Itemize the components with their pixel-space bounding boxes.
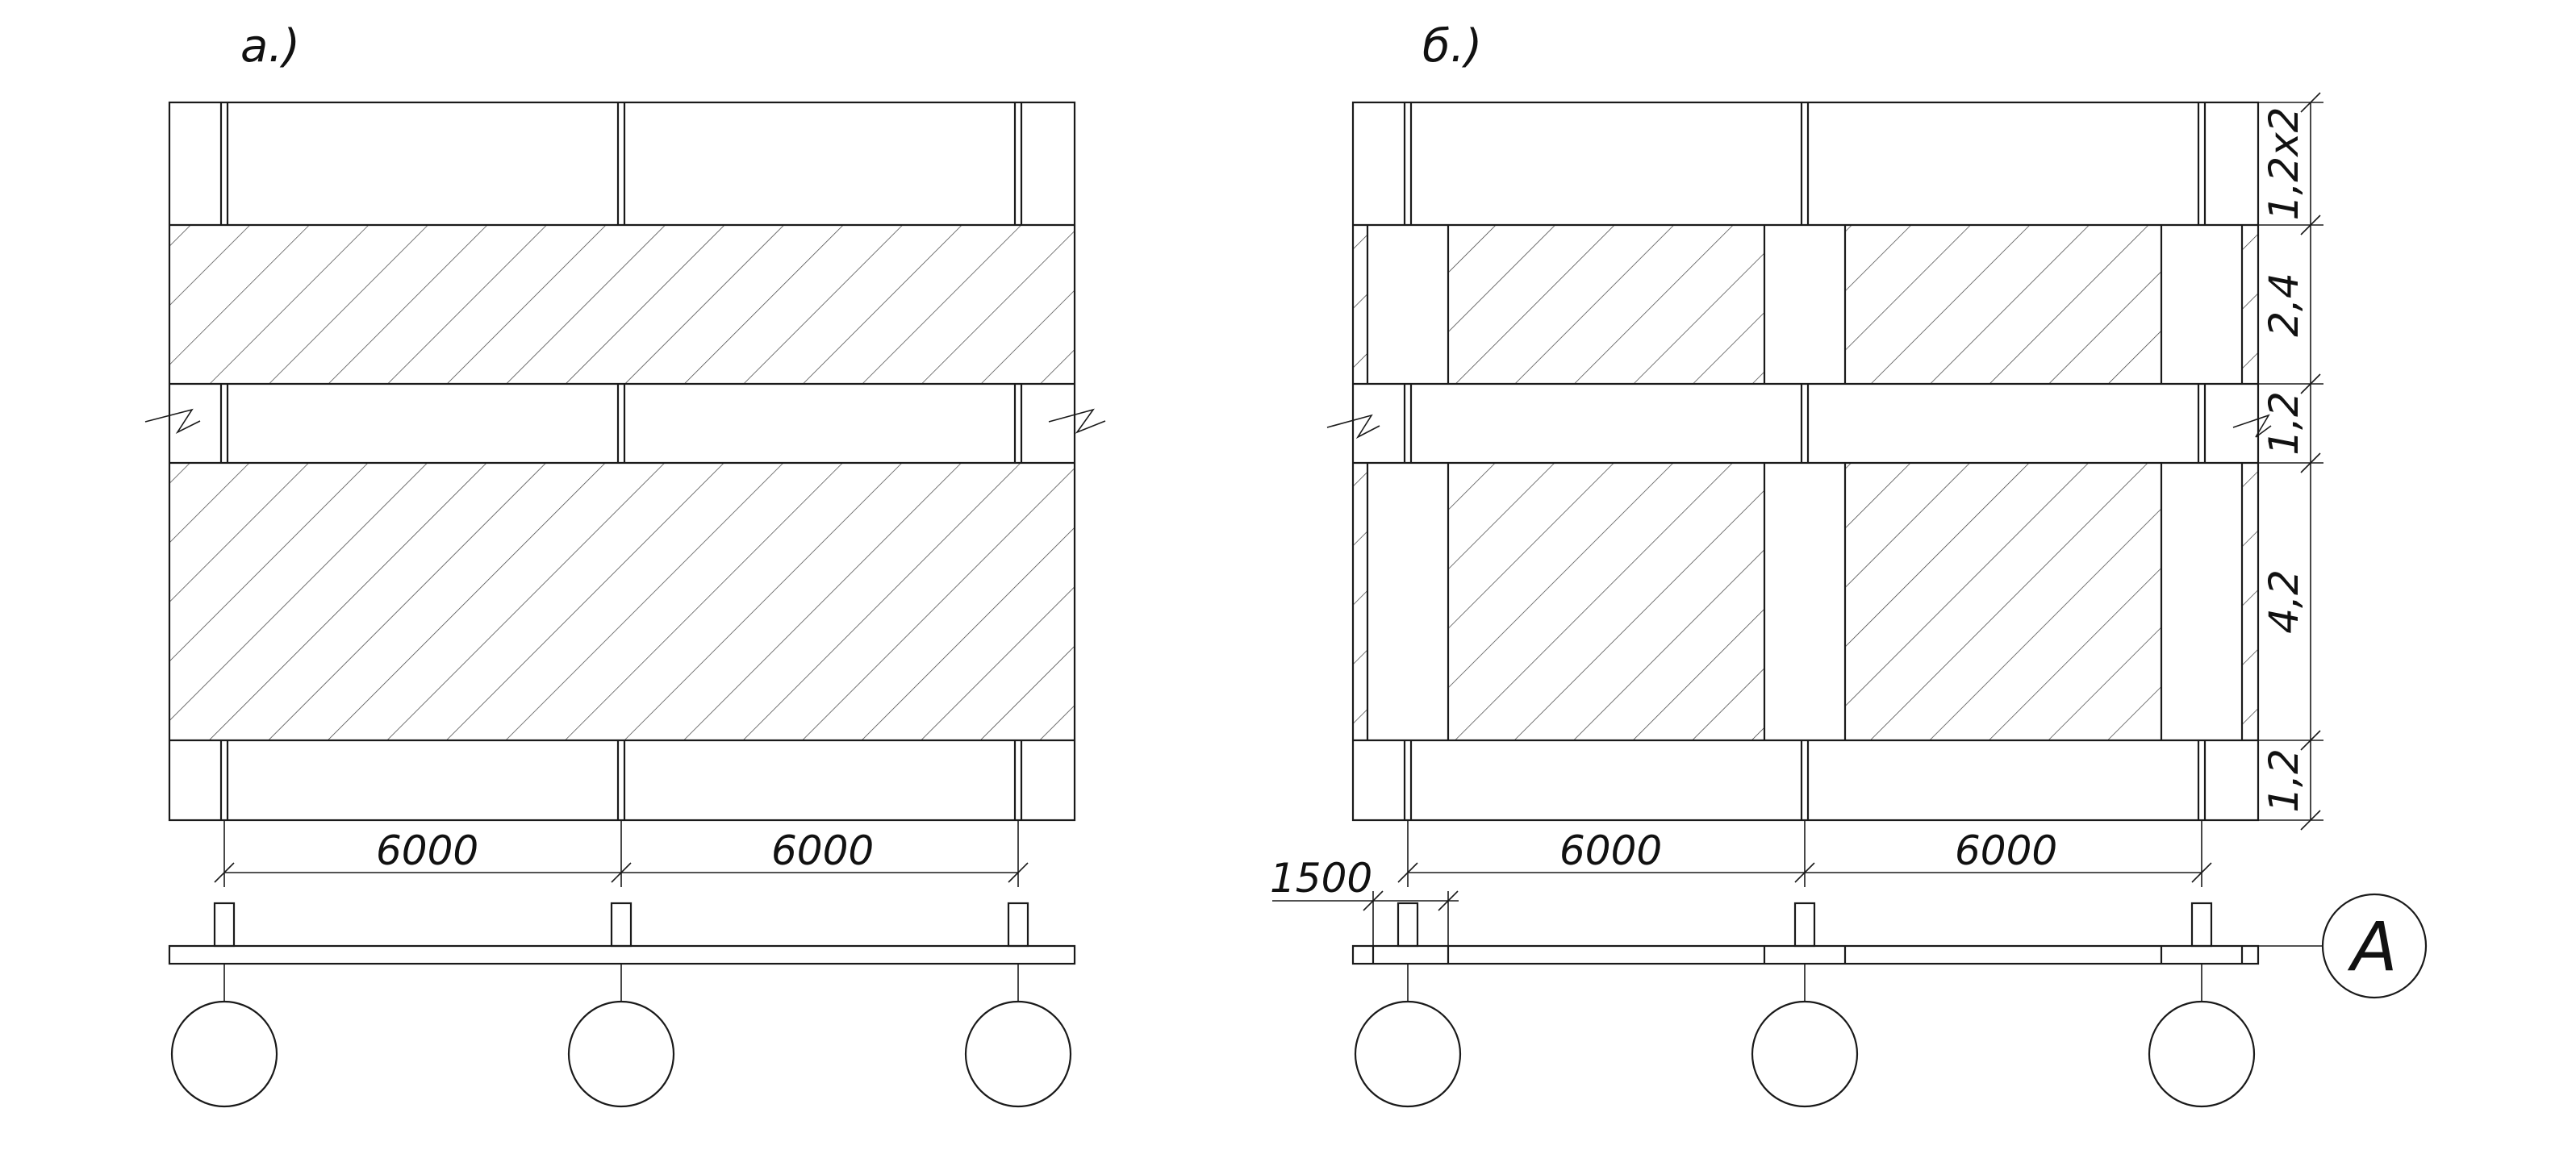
wall-outline-b bbox=[1351, 101, 2260, 822]
axis-marker-label: A bbox=[2347, 907, 2397, 986]
vdim-3: 1,2 bbox=[2261, 391, 2307, 456]
drawing-a: а.) bbox=[144, 20, 1106, 1108]
columns-b bbox=[1403, 102, 2207, 820]
axis-circle-b-1 bbox=[1354, 1000, 1462, 1108]
post-b-3 bbox=[2190, 902, 2213, 948]
post-a-3 bbox=[1007, 902, 1029, 948]
dim-label-b-left: 6000 bbox=[1559, 827, 1662, 874]
wall-outline-a bbox=[168, 101, 1076, 822]
axis-marker-circle bbox=[2321, 893, 2428, 999]
break-mark-left bbox=[144, 408, 201, 435]
break-mark-right-b bbox=[2232, 414, 2272, 438]
drawing-b: б.) bbox=[1270, 20, 2428, 1108]
vdim-2: 2,4 bbox=[2261, 273, 2307, 337]
foundation-strip-b bbox=[1351, 944, 2260, 965]
post-b-2 bbox=[1793, 902, 1816, 948]
axis-circle-a-2 bbox=[567, 1000, 675, 1108]
drawing-a-label: а.) bbox=[240, 20, 300, 73]
hatched-panels-b bbox=[1353, 225, 2258, 740]
axis-circle-a-3 bbox=[964, 1000, 1072, 1108]
vertical-dimension-chain: 1,2x2 2,4 1,2 4,2 1,2 bbox=[2258, 92, 2323, 831]
dim-label-b-right: 6000 bbox=[1955, 827, 2057, 874]
hatched-band-upper bbox=[169, 225, 1075, 384]
dimension-line-a: 6000 6000 bbox=[214, 820, 1029, 887]
vdim-1: 1,2x2 bbox=[2261, 107, 2307, 221]
axis-circle-a-1 bbox=[170, 1000, 278, 1108]
break-mark-left-b bbox=[1326, 414, 1380, 440]
offset-dimension: 1500 bbox=[1270, 855, 1459, 964]
break-mark-right bbox=[1048, 408, 1106, 434]
columns-a bbox=[219, 102, 1023, 820]
dim-label-1500: 1500 bbox=[1270, 855, 1372, 902]
dim-label-a-left: 6000 bbox=[376, 827, 478, 874]
axis-circle-b-3 bbox=[2148, 1000, 2256, 1108]
post-b-1 bbox=[1397, 902, 1419, 948]
vdim-4: 4,2 bbox=[2261, 569, 2307, 634]
axis-circle-b-2 bbox=[1751, 1000, 1859, 1108]
vdim-5: 1,2 bbox=[2261, 748, 2307, 813]
openings-b bbox=[1366, 225, 2244, 740]
post-a-2 bbox=[610, 902, 633, 948]
dim-label-a-right: 6000 bbox=[771, 827, 874, 874]
hatched-band-lower bbox=[169, 463, 1075, 740]
drawing-b-label: б.) bbox=[1422, 20, 1482, 73]
post-a-1 bbox=[213, 902, 236, 948]
foundation-strip-a bbox=[168, 944, 1076, 965]
dimension-line-b: 6000 6000 bbox=[1397, 820, 2212, 887]
